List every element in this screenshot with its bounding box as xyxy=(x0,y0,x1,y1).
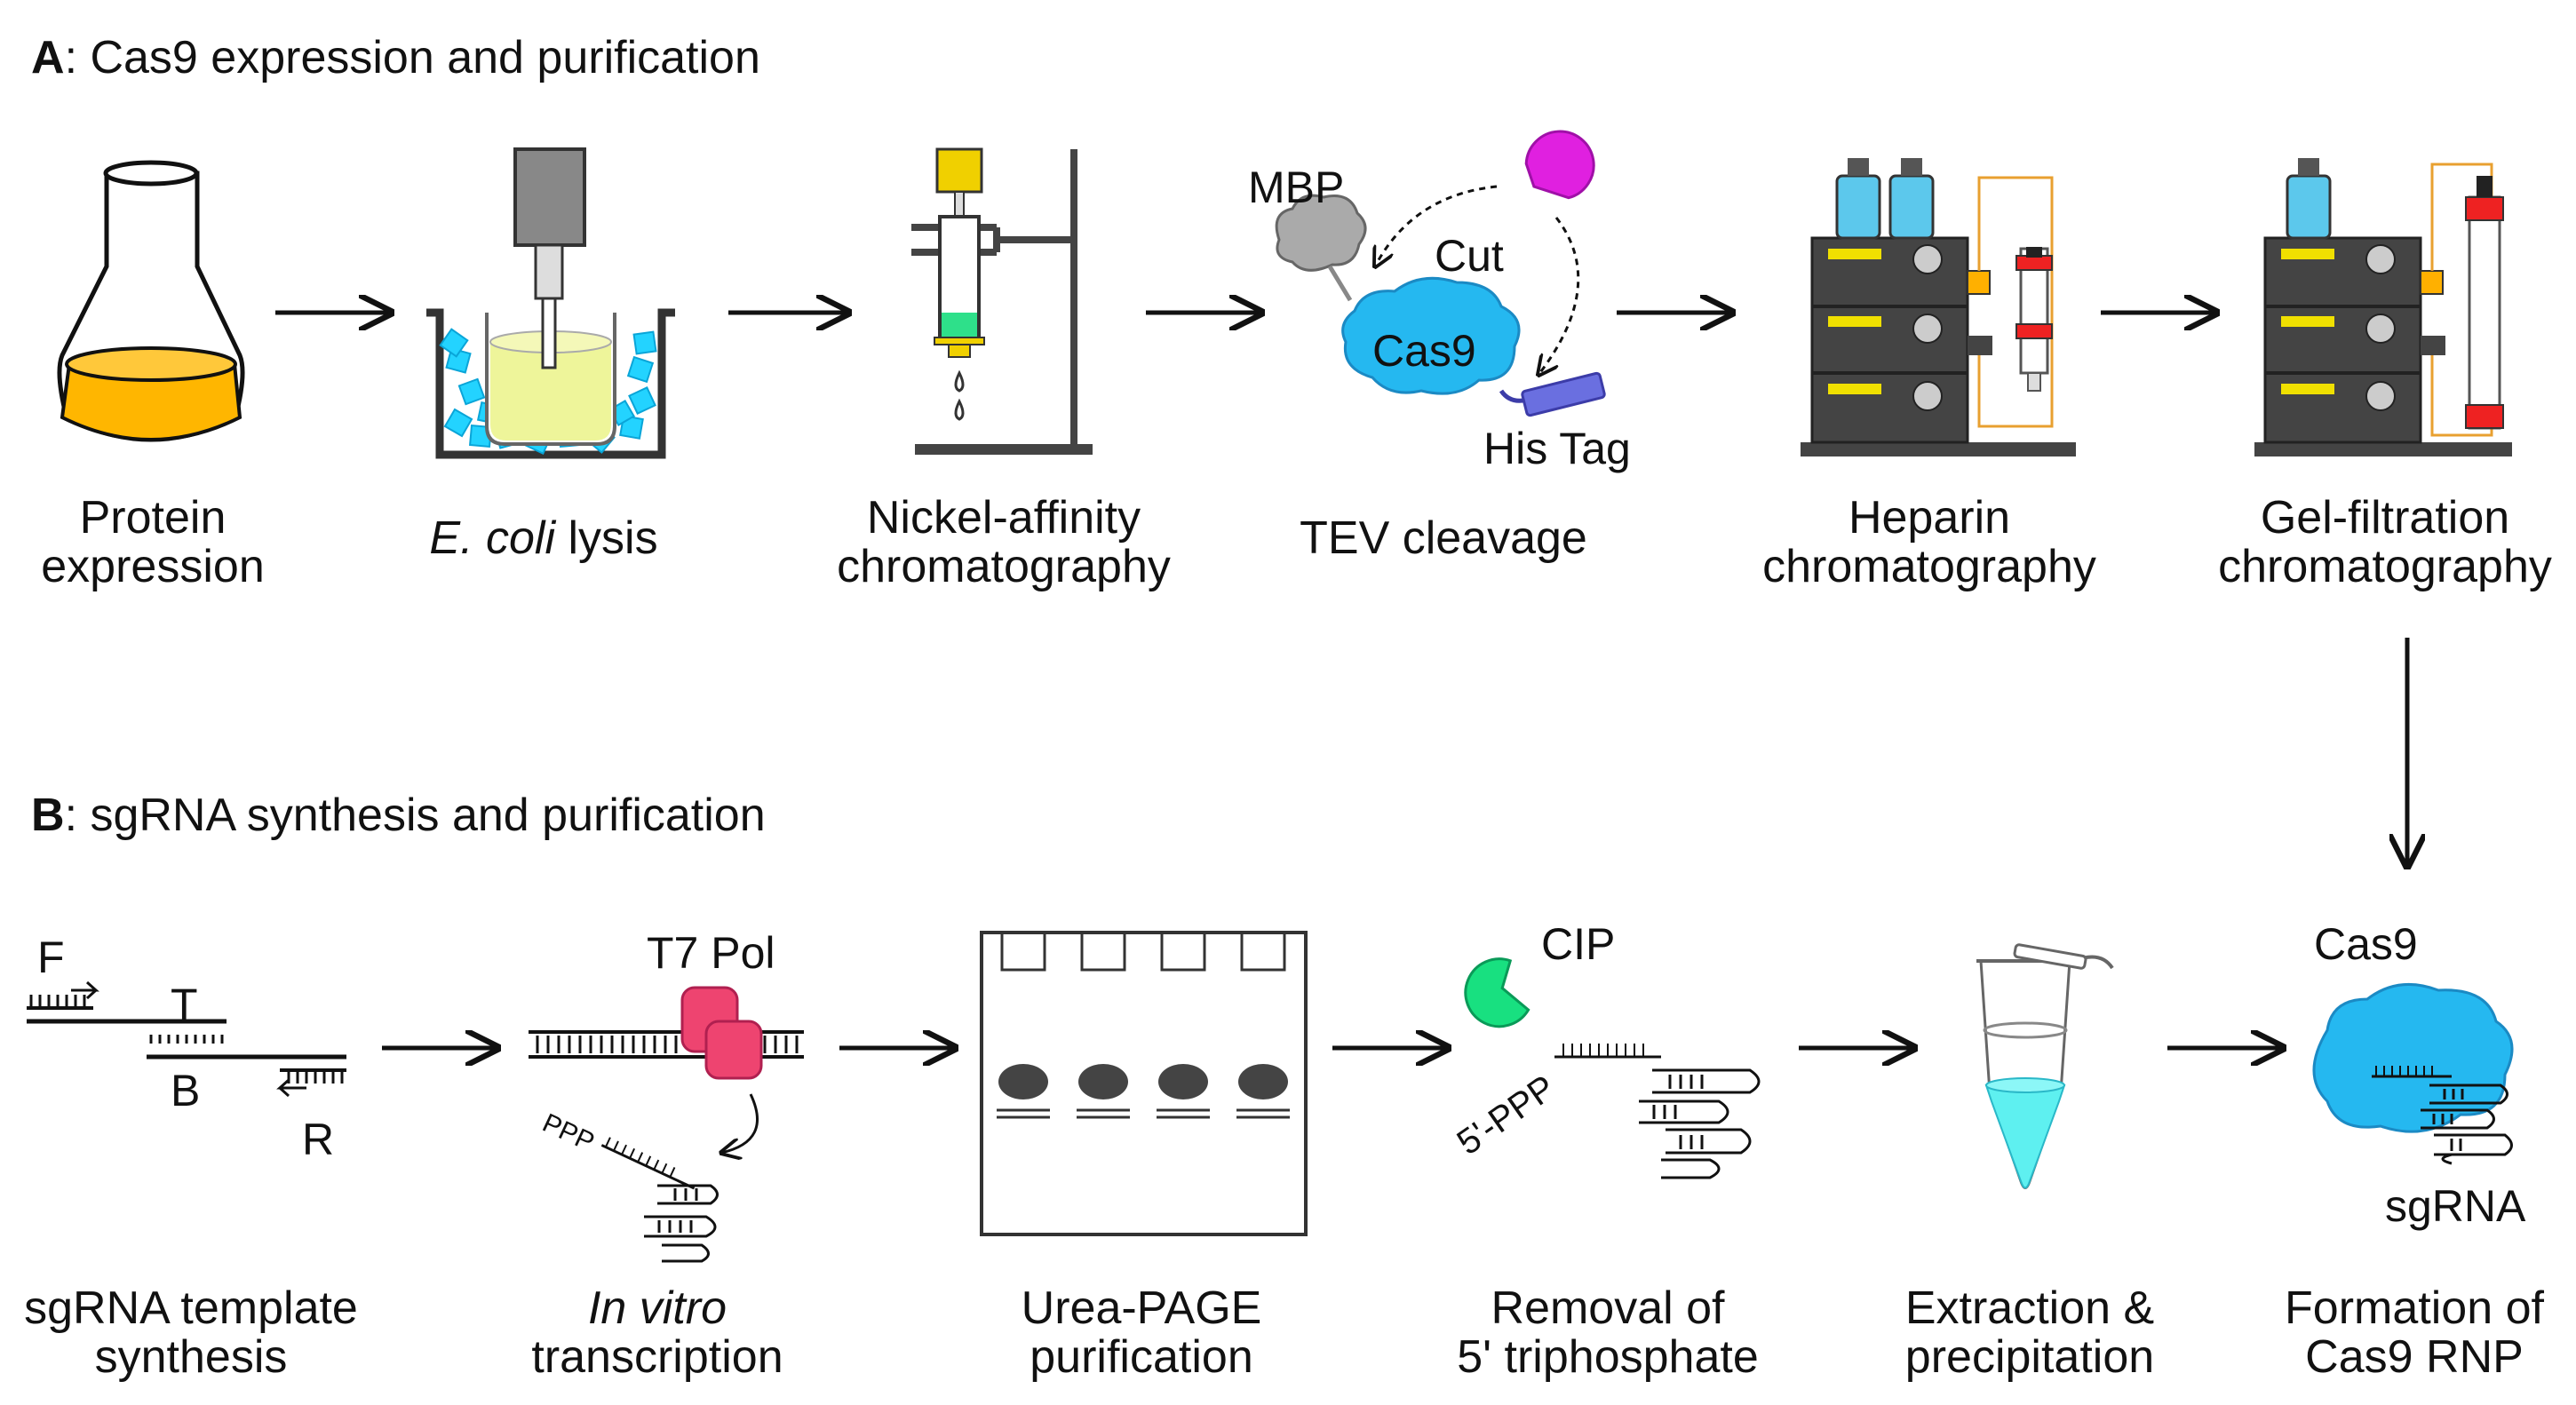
erlenmeyer-flask-icon xyxy=(57,160,245,442)
column-stand-icon xyxy=(911,147,1093,455)
panel-a-title: : Cas9 expression and purification xyxy=(65,32,760,83)
cip-label: CIP xyxy=(1541,919,1615,969)
step-a1-line1: Protein xyxy=(80,492,227,544)
step-a5-line2: chromatography xyxy=(1762,541,2096,592)
panel-b-heading: B: sgRNA synthesis and purification xyxy=(31,790,766,841)
step-a3-line1: Nickel-affinity xyxy=(867,492,1141,544)
step-b4-line2: 5' triphosphate xyxy=(1457,1331,1759,1383)
rnp-sgrna-label: sgRNA xyxy=(2385,1181,2526,1231)
step-b6-line1: Formation of xyxy=(2285,1282,2544,1334)
ivt-pol-label: T7 Pol xyxy=(647,928,775,978)
step-b5-line1: Extraction & xyxy=(1905,1282,2154,1334)
step-a2-label: E. coli lysis xyxy=(429,512,657,564)
step-b3-line2: purification xyxy=(1030,1331,1252,1383)
fplc-gel-filtration-icon xyxy=(2254,158,2512,456)
ivt-ppp-label: PPP xyxy=(538,1108,599,1157)
tev-his-tag-label: His Tag xyxy=(1483,424,1631,473)
step-b2-line1: In vitro xyxy=(588,1282,727,1334)
microtube-icon xyxy=(1976,943,2114,1189)
panel-b-title: : sgRNA synthesis and purification xyxy=(65,790,766,841)
step-a3-line2: chromatography xyxy=(837,541,1171,592)
panel-a-letter: A xyxy=(31,32,65,83)
template-b-label: B xyxy=(171,1066,200,1115)
tev-cas9-label: Cas9 xyxy=(1372,326,1476,376)
step-a2-italic: E. coli xyxy=(429,512,556,564)
step-b3-line1: Urea-PAGE xyxy=(1022,1282,1262,1334)
step-a1-line2: expression xyxy=(41,541,264,592)
step-a4-label: TEV cleavage xyxy=(1300,512,1587,564)
step-b5-line2: precipitation xyxy=(1905,1331,2154,1383)
template-synthesis-icon xyxy=(27,980,346,1098)
template-t-label: T xyxy=(171,980,198,1029)
step-a5-line1: Heparin xyxy=(1849,492,2010,544)
page-gel-icon xyxy=(980,931,1308,1236)
ivt-polymerase-icon xyxy=(529,986,804,1263)
step-b1-line2: synthesis xyxy=(95,1331,288,1383)
panel-a-heading: A: Cas9 expression and purification xyxy=(31,32,760,83)
sonicator-ice-bath-icon xyxy=(426,147,675,459)
cas9-rnp-icon xyxy=(2312,982,2514,1165)
step-a2-rest: lysis xyxy=(555,512,658,564)
step-b2-line2: transcription xyxy=(531,1331,783,1383)
template-f-label: F xyxy=(37,933,65,982)
rnp-cas9-label: Cas9 xyxy=(2314,919,2418,969)
tev-cleavage-icon xyxy=(1275,130,1606,417)
panel-b-letter: B xyxy=(31,790,65,841)
template-r-label: R xyxy=(302,1115,334,1164)
cip-dephosphorylation-icon xyxy=(1464,957,1761,1179)
fplc-heparin-icon xyxy=(1801,158,2076,456)
step-a6-line1: Gel-filtration xyxy=(2261,492,2509,544)
step-a6-line2: chromatography xyxy=(2218,541,2552,592)
step-b4-line1: Removal of xyxy=(1491,1282,1726,1334)
step-b6-line2: Cas9 RNP xyxy=(2305,1331,2524,1383)
step-b1-line1: sgRNA template xyxy=(24,1282,358,1334)
tev-cut-label: Cut xyxy=(1435,231,1504,281)
cip-ppp-label: 5'-PPP xyxy=(1451,1068,1562,1163)
tev-mbp-label: MBP xyxy=(1248,163,1344,212)
